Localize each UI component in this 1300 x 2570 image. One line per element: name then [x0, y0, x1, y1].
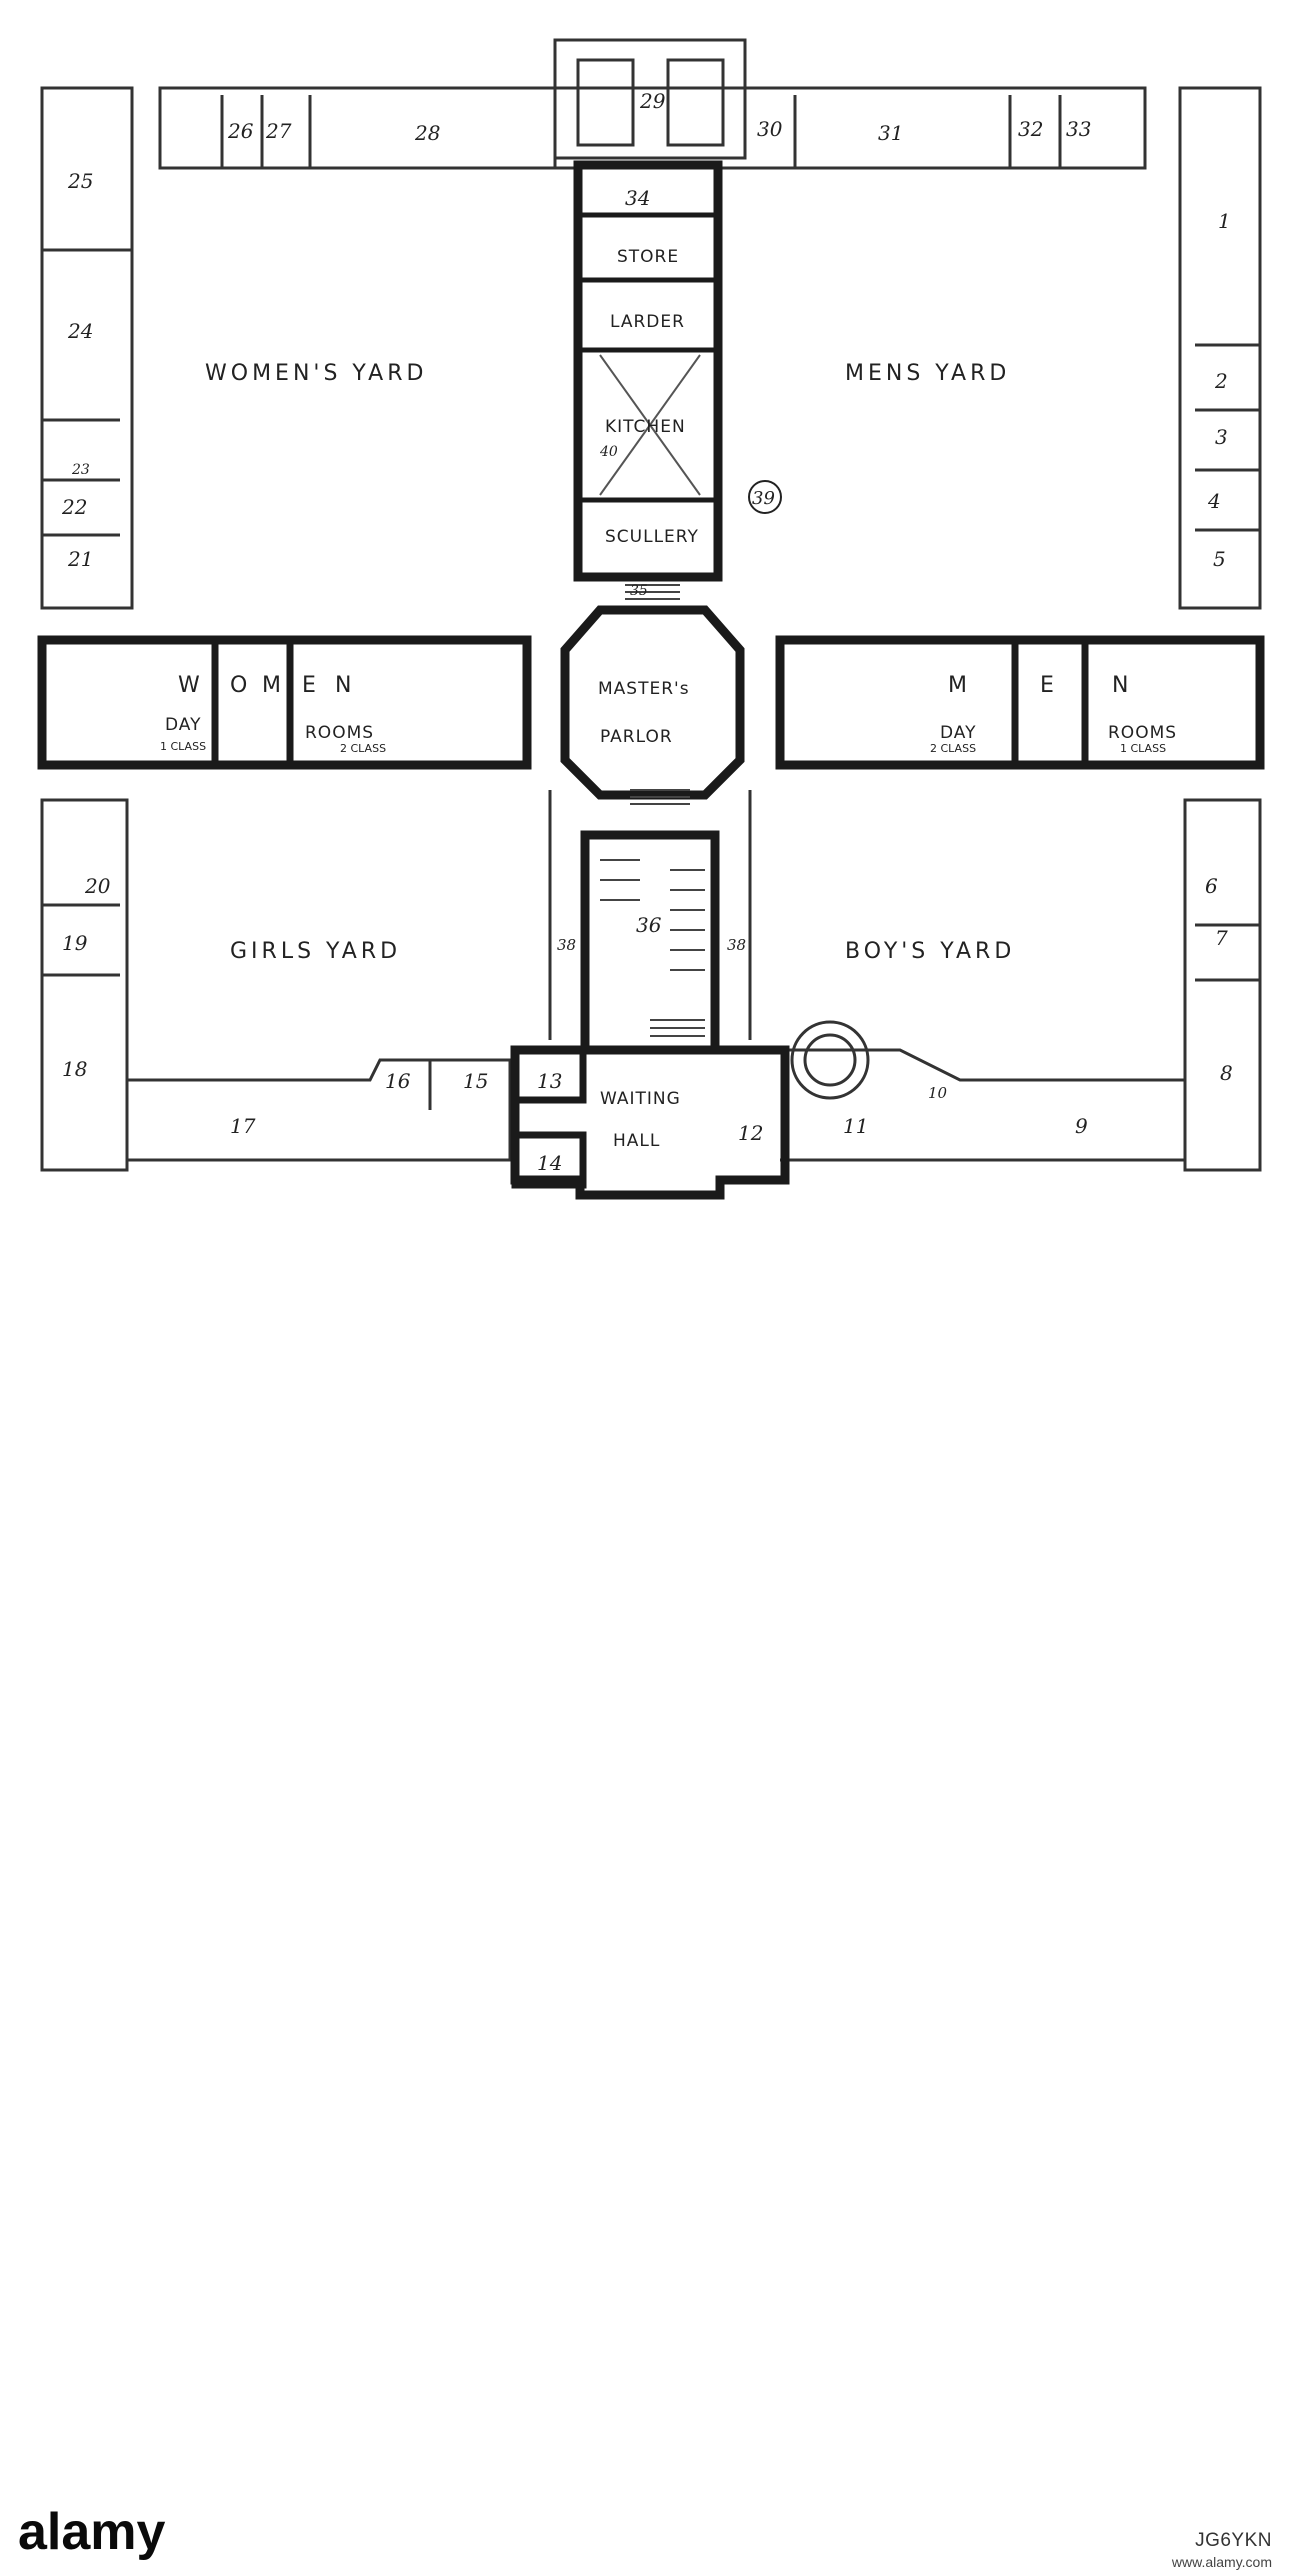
- mens-yard-label: MENS YARD: [845, 361, 1010, 386]
- room-19: 19: [62, 931, 88, 955]
- watermark-footer: alamy JG6YKN www.alamy.com: [0, 1240, 1300, 2570]
- women-letter-w: W: [178, 673, 204, 698]
- women-wing: [37, 635, 532, 770]
- left-range-top: [40, 86, 134, 610]
- store-label: STORE: [617, 247, 679, 267]
- bottom-right-range: [780, 1048, 1187, 1162]
- women-day-label: DAY: [165, 715, 202, 735]
- room-7: 7: [1215, 926, 1228, 950]
- room-25: 25: [67, 169, 93, 193]
- room-32: 32: [1018, 117, 1043, 141]
- room-23: 23: [71, 462, 90, 478]
- womens-yard-label: WOMEN'S YARD: [205, 361, 427, 386]
- room-3: 3: [1215, 425, 1228, 449]
- room-6: 6: [1205, 874, 1218, 898]
- bottom-left-range: [125, 1058, 512, 1162]
- room-8: 8: [1220, 1061, 1233, 1085]
- room-28: 28: [414, 121, 440, 145]
- room-9: 9: [1075, 1114, 1088, 1138]
- room-29: 29: [639, 89, 666, 113]
- marker-39-label: 39: [752, 488, 775, 509]
- room-33: 33: [1066, 117, 1091, 141]
- marker-39-circle: [748, 480, 782, 514]
- room-36: 36: [636, 913, 662, 937]
- room-2: 2: [1214, 369, 1228, 393]
- women-class2-label: 2 CLASS: [340, 742, 386, 755]
- men-letter-m: M: [948, 673, 971, 698]
- room-12: 12: [738, 1121, 763, 1145]
- room-21: 21: [67, 547, 93, 571]
- room-24: 24: [67, 319, 93, 343]
- room-14: 14: [537, 1151, 562, 1175]
- alamy-logo: alamy: [18, 2505, 166, 2561]
- kitchen-label: KITCHEN: [605, 417, 686, 437]
- men-class1-label: 1 CLASS: [1120, 742, 1166, 755]
- men-class2-label: 2 CLASS: [930, 742, 976, 755]
- room-10: 10: [928, 1084, 948, 1102]
- room-26: 26: [227, 119, 254, 143]
- room-16: 16: [385, 1069, 411, 1093]
- room-38-right: 38: [727, 936, 746, 954]
- boys-yard-label: BOY'S YARD: [845, 939, 1015, 964]
- room-31: 31: [878, 121, 903, 145]
- parlor-octagon: [560, 605, 745, 800]
- right-range-bottom: [1183, 798, 1262, 1172]
- room-22: 22: [61, 495, 87, 519]
- hall-label: HALL: [613, 1131, 660, 1151]
- room-1: 1: [1218, 209, 1231, 233]
- larder-label: LARDER: [610, 312, 685, 332]
- women-letter-m: M: [262, 673, 285, 698]
- image-code: JG6YKN: [1195, 2530, 1272, 2551]
- kitchen-number: 40: [599, 444, 618, 460]
- room-11: 11: [843, 1114, 868, 1138]
- men-day-label: DAY: [940, 723, 977, 743]
- room-5: 5: [1213, 547, 1226, 571]
- room-38-left: 38: [557, 936, 576, 954]
- room-13: 13: [537, 1069, 562, 1093]
- parlor-line2: PARLOR: [600, 727, 673, 747]
- women-class1-label: 1 CLASS: [160, 740, 206, 753]
- room-15: 15: [463, 1069, 488, 1093]
- room-4: 4: [1207, 489, 1221, 513]
- women-letter-n: N: [335, 673, 355, 698]
- passage-35-label: 35: [630, 583, 648, 599]
- room-34-label: 34: [625, 186, 650, 210]
- scullery-label: SCULLERY: [605, 527, 699, 547]
- room-20: 20: [84, 874, 111, 898]
- kitchen-block: [573, 160, 723, 582]
- parlor-line1: MASTER's: [598, 679, 690, 699]
- right-range-top: [1178, 86, 1262, 610]
- waiting-label: WAITING: [600, 1089, 681, 1109]
- round-room: [790, 1020, 870, 1100]
- women-letter-o: O: [230, 673, 251, 698]
- women-rooms-label: ROOMS: [305, 723, 374, 743]
- left-range-bottom: [40, 798, 129, 1172]
- men-letter-n: N: [1112, 673, 1132, 698]
- men-letter-e: E: [1040, 673, 1058, 698]
- women-letter-e: E: [302, 673, 320, 698]
- site-url: www.alamy.com: [1171, 2554, 1272, 2570]
- central-rear-block: [580, 830, 720, 1055]
- men-wing: [775, 635, 1265, 770]
- room-18: 18: [62, 1057, 87, 1081]
- room-30: 30: [757, 117, 783, 141]
- svg-text:alamy: alamy: [18, 2505, 166, 2561]
- girls-yard-label: GIRLS YARD: [230, 939, 401, 964]
- room-17: 17: [230, 1114, 256, 1138]
- waiting-hall: [510, 1045, 790, 1200]
- men-rooms-label: ROOMS: [1108, 723, 1177, 743]
- room-27: 27: [265, 119, 292, 143]
- floor-plan: WOMEN'S YARD MENS YARD GIRLS YARD BOY'S …: [37, 38, 1265, 1200]
